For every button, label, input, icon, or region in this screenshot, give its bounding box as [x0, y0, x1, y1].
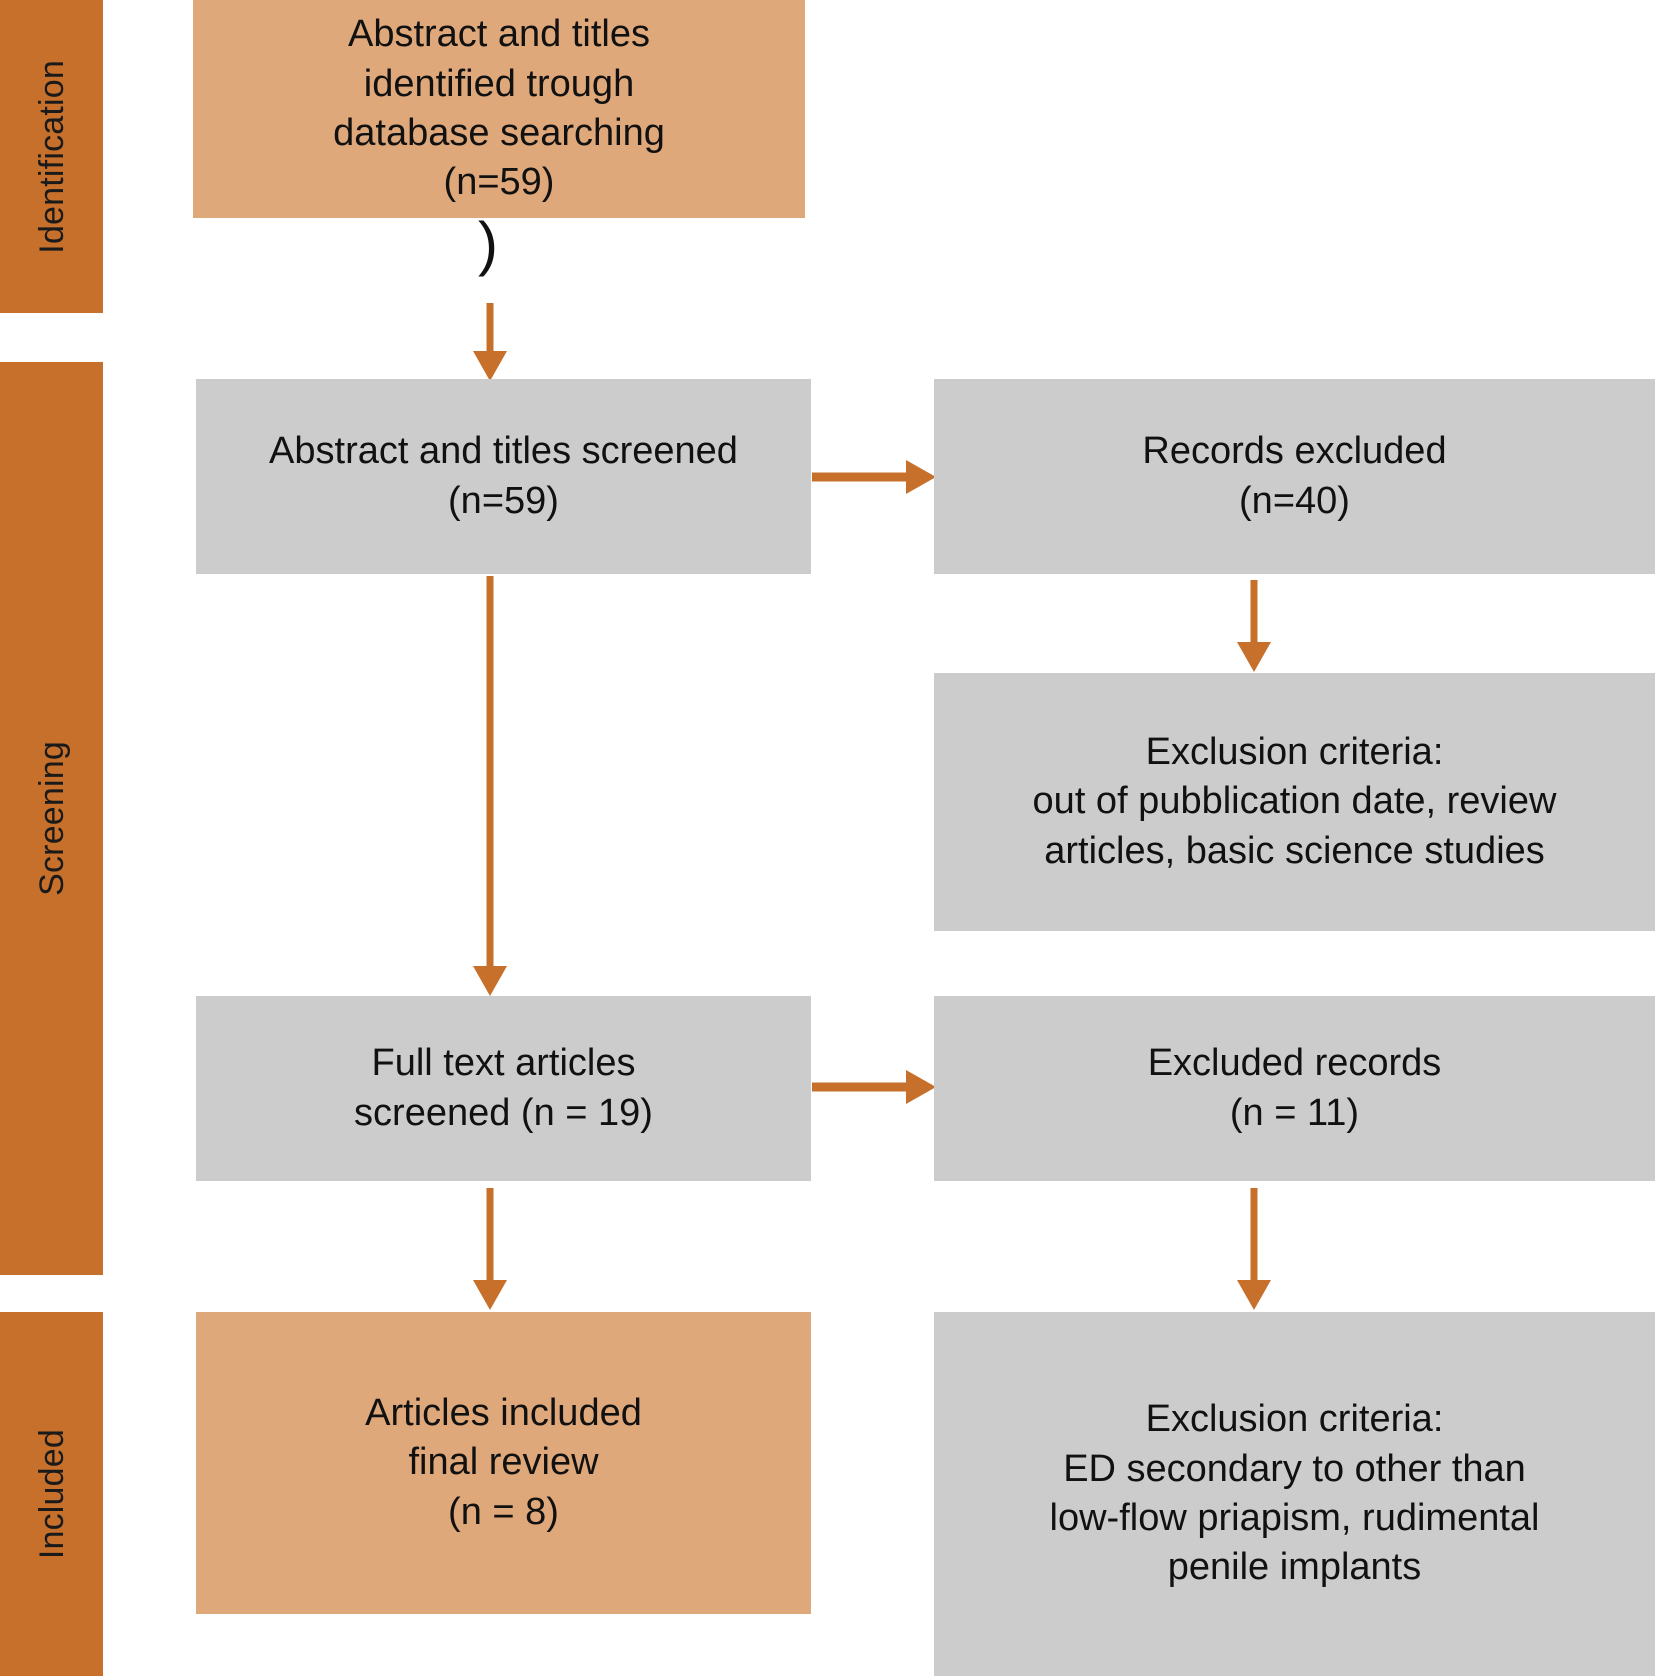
- box-excluded-records: Excluded records (n = 11): [934, 996, 1655, 1181]
- arrow-shaft: [812, 1082, 908, 1092]
- box-excluded-records-text: Excluded records (n = 11): [1147, 1042, 1442, 1134]
- box-articles-included-text: Articles included final review (n = 8): [365, 1391, 642, 1533]
- arrow-shaft: [1250, 1188, 1258, 1284]
- arrow-shaft: [1250, 580, 1258, 646]
- box-exclusion-criteria-screening: Exclusion criteria: out of pubblication …: [934, 673, 1655, 931]
- arrow-screened-to-fulltext: [472, 576, 508, 996]
- stage-bar-screening: Screening: [0, 362, 103, 1275]
- box-exclusion-criteria-fulltext: Exclusion criteria: ED secondary to othe…: [934, 1312, 1655, 1676]
- box-records-excluded: Records excluded (n=40): [934, 379, 1655, 574]
- arrow-shaft: [486, 303, 494, 355]
- arrow-head: [1237, 642, 1271, 672]
- arrow-records-excluded-to-criteria: [1236, 580, 1272, 672]
- stage-label-screening: Screening: [32, 741, 71, 896]
- arrow-head: [473, 966, 507, 996]
- box-records-excluded-text: Records excluded (n=40): [1142, 430, 1447, 522]
- arrow-head: [1237, 1280, 1271, 1310]
- box-fulltext-screened-text: Full text articles screened (n = 19): [354, 1042, 653, 1134]
- arrow-excluded-records-to-criteria: [1236, 1188, 1272, 1310]
- box-exclusion-criteria-screening-text: Exclusion criteria: out of pubblication …: [1032, 730, 1557, 872]
- box-records-identified: Abstract and titles identified trough da…: [193, 0, 805, 218]
- arrow-fulltext-to-excluded-records: [812, 1069, 936, 1105]
- arrow-shaft: [486, 1188, 494, 1284]
- box-articles-included: Articles included final review (n = 8): [196, 1312, 811, 1614]
- arrow-shaft: [486, 576, 494, 970]
- stage-bar-included: Included: [0, 1312, 103, 1676]
- box-records-identified-text: Abstract and titles identified trough da…: [333, 13, 665, 204]
- arrow-head: [473, 1280, 507, 1310]
- arrow-identified-to-screened: [472, 303, 508, 381]
- stage-bar-identification: Identification: [0, 0, 103, 313]
- box-records-screened-text: Abstract and titles screened (n=59): [269, 430, 738, 522]
- box-exclusion-criteria-fulltext-text: Exclusion criteria: ED secondary to othe…: [1049, 1398, 1540, 1589]
- arrow-screened-to-records-excluded: [812, 459, 936, 495]
- arrow-shaft: [812, 472, 908, 482]
- box-records-screened: Abstract and titles screened (n=59): [196, 379, 811, 574]
- arrow-fulltext-to-included: [472, 1188, 508, 1310]
- stage-label-identification: Identification: [32, 59, 71, 254]
- arrow-head: [906, 460, 936, 494]
- stray-parenthesis-artifact: ): [478, 210, 498, 277]
- box-fulltext-screened: Full text articles screened (n = 19): [196, 996, 811, 1181]
- arrow-head: [473, 351, 507, 381]
- arrow-head: [906, 1070, 936, 1104]
- stage-label-included: Included: [32, 1428, 71, 1560]
